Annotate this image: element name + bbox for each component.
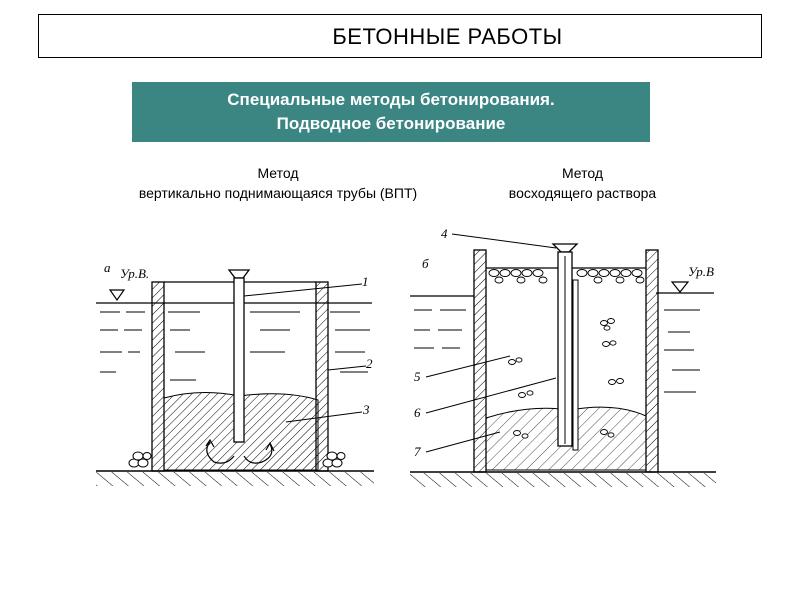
callout-5-label: 5 xyxy=(414,369,421,384)
right-wall-left xyxy=(473,249,487,473)
callout-2-label: 2 xyxy=(366,356,373,371)
callout-1-line xyxy=(243,283,363,297)
right-scattered-stones xyxy=(508,318,624,439)
title-frame: БЕТОННЫЕ РАБОТЫ xyxy=(38,14,762,58)
right-top-stone-layer xyxy=(486,267,646,284)
right-method-caption: Метод восходящего раствора xyxy=(470,163,695,203)
right-wall-right xyxy=(645,249,659,473)
right-ground xyxy=(410,473,716,487)
left-flow-arrow-right xyxy=(243,443,273,464)
callout-7-label: 7 xyxy=(414,444,421,459)
left-ground xyxy=(96,472,374,486)
left-method-line-1: Метод xyxy=(257,165,299,181)
left-diagram: а Ур.В. xyxy=(96,260,374,486)
callout-3-label: 3 xyxy=(362,402,370,417)
callout-6-line xyxy=(425,377,557,414)
subtitle-line-1: Специальные методы бетонирования. xyxy=(227,90,555,109)
left-stones-right xyxy=(322,451,346,468)
callout-3-line xyxy=(285,411,363,423)
callout-4-line xyxy=(451,233,557,249)
callout-6-label: 6 xyxy=(414,405,421,420)
right-diagram-letter: б xyxy=(422,256,429,271)
right-method-line-2: восходящего раствора xyxy=(508,185,657,201)
left-wall-right xyxy=(315,281,329,472)
callout-2-line xyxy=(327,365,367,371)
subtitle-banner: Специальные методы бетонирования. Подвод… xyxy=(132,82,650,142)
left-method-line-2: вертикально поднимающаяся трубы (ВПТ) xyxy=(138,185,418,201)
right-diagram: б Ур.В xyxy=(410,226,716,487)
left-stones-left xyxy=(128,451,152,468)
right-grout-pipe xyxy=(551,243,579,451)
right-water-level-label: Ур.В xyxy=(688,264,714,279)
left-water-level-marker xyxy=(108,289,126,302)
right-water-level-marker xyxy=(670,281,690,293)
right-water-lines xyxy=(410,292,714,393)
left-diagram-letter: а xyxy=(104,260,111,275)
callout-4-label: 4 xyxy=(441,226,448,241)
callout-7-line xyxy=(425,431,501,453)
callout-5-line xyxy=(425,355,511,378)
left-water-level-label: Ур.В. xyxy=(120,266,149,281)
right-method-line-1: Метод xyxy=(561,165,604,181)
page-title: БЕТОННЫЕ РАБОТЫ xyxy=(332,24,563,49)
callout-1-label: 1 xyxy=(362,274,369,289)
left-wall-left xyxy=(151,281,165,472)
left-method-caption: Метод вертикально поднимающаяся трубы (В… xyxy=(95,163,461,203)
left-concrete-tube xyxy=(227,269,251,443)
subtitle-line-2: Подводное бетонирование xyxy=(276,114,506,133)
left-flow-arrow-left xyxy=(206,441,235,464)
